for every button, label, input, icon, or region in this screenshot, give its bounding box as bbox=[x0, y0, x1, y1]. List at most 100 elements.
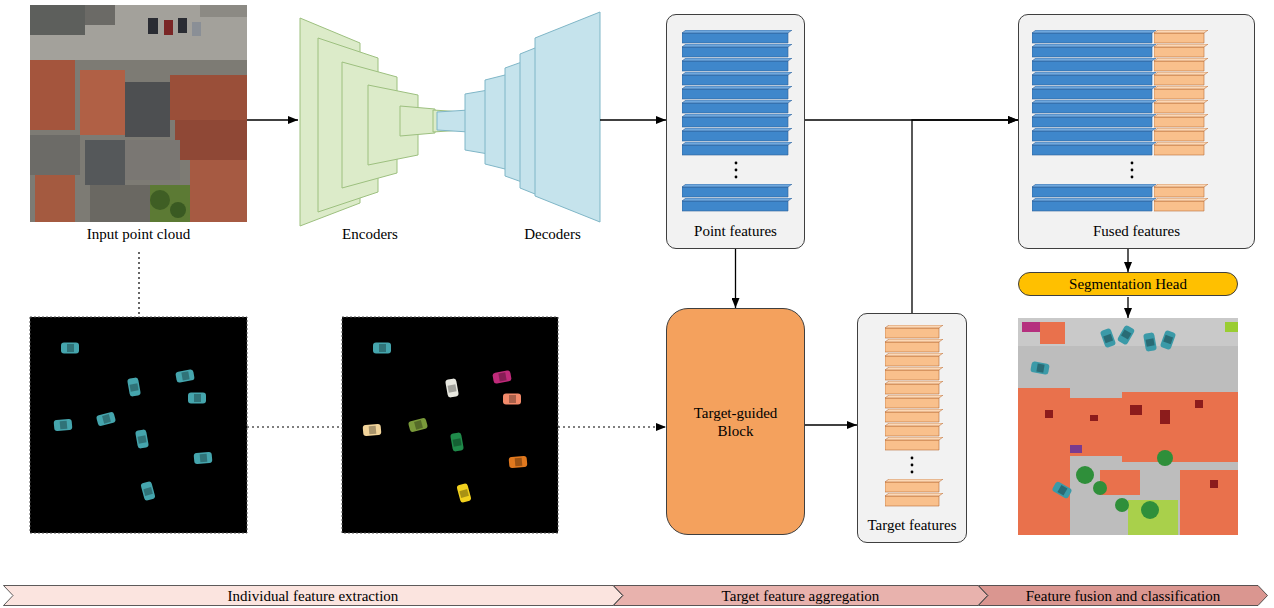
ellipsis-dot bbox=[911, 457, 914, 460]
car-instance bbox=[509, 456, 528, 469]
car-mask bbox=[135, 429, 149, 449]
car-mask bbox=[127, 377, 141, 397]
node-label: Fused features bbox=[1093, 222, 1180, 240]
decoder-stack: Decoders bbox=[505, 15, 600, 250]
photo-ground bbox=[30, 5, 247, 222]
node-label: Target features bbox=[867, 516, 956, 534]
photo-roof bbox=[30, 135, 80, 175]
photo-car bbox=[164, 20, 173, 35]
car-mask bbox=[175, 369, 195, 383]
seg-car bbox=[1100, 328, 1116, 349]
photo-roof bbox=[35, 175, 75, 222]
seg-tree bbox=[1115, 498, 1129, 512]
photo-building bbox=[30, 5, 85, 35]
stage-band: Target feature aggregation bbox=[613, 585, 988, 606]
photo-car bbox=[192, 22, 201, 36]
seg-roof bbox=[1180, 470, 1238, 535]
car-instance bbox=[408, 417, 428, 432]
photo-building bbox=[85, 5, 115, 25]
connector-arrow bbox=[600, 119, 666, 120]
ellipsis-dot bbox=[1131, 169, 1134, 172]
ellipsis-dot bbox=[735, 169, 738, 172]
photo-sidewalk bbox=[200, 5, 247, 17]
car-mask bbox=[61, 343, 79, 354]
car-instance bbox=[503, 394, 521, 405]
panel-ground bbox=[857, 313, 967, 543]
photo-roof bbox=[190, 160, 247, 222]
decoder-layers bbox=[437, 12, 600, 222]
connector-arrow bbox=[1127, 249, 1128, 272]
seg-chimney bbox=[1210, 480, 1218, 488]
seg-chimney bbox=[1195, 400, 1203, 408]
feature-bars bbox=[1032, 184, 1158, 212]
car-mask bbox=[194, 452, 213, 465]
segmentation-head: Segmentation Head bbox=[1018, 272, 1238, 296]
dotted-link bbox=[247, 426, 342, 427]
seg-chimney bbox=[1045, 410, 1053, 418]
seg-car bbox=[1143, 332, 1157, 352]
seg-car bbox=[1030, 361, 1050, 375]
decoder-layer bbox=[437, 110, 469, 132]
target-bars bbox=[885, 479, 945, 507]
car-mask bbox=[140, 481, 155, 501]
photo-roof bbox=[175, 120, 247, 160]
dotted-link bbox=[138, 252, 139, 317]
node-label: Decoders bbox=[524, 225, 581, 243]
photo-car bbox=[178, 18, 187, 33]
photo-tree bbox=[170, 202, 186, 218]
car-instance bbox=[373, 343, 391, 354]
seg-tree bbox=[1076, 466, 1094, 484]
target-bars bbox=[1154, 30, 1210, 156]
feature-bars bbox=[682, 184, 794, 212]
ellipsis-dot bbox=[1131, 176, 1134, 179]
seg-roof bbox=[1040, 322, 1065, 344]
feature-bars bbox=[682, 30, 794, 156]
feature-panel: Point features bbox=[666, 14, 805, 249]
car-instance bbox=[445, 378, 459, 398]
connector-arrow bbox=[912, 120, 1018, 313]
connector-arrow bbox=[805, 424, 857, 425]
photo-street bbox=[30, 5, 247, 60]
car-mask bbox=[188, 393, 206, 404]
car-instance bbox=[456, 483, 471, 503]
photo-tree bbox=[150, 190, 170, 210]
node-label: Target-guided Block bbox=[687, 404, 784, 440]
seg-car bbox=[1117, 324, 1136, 345]
seg-chimney bbox=[1130, 405, 1142, 415]
car-mask bbox=[54, 419, 73, 432]
seg-grass bbox=[1128, 500, 1178, 535]
photo-roof bbox=[125, 140, 180, 180]
photo-roof bbox=[85, 140, 125, 185]
panel-ground bbox=[1018, 14, 1255, 249]
seg-roof bbox=[1122, 392, 1238, 462]
ellipsis-dot bbox=[911, 464, 914, 467]
decoder-layer bbox=[535, 12, 600, 222]
target-mask-image bbox=[30, 317, 247, 533]
feature-bars bbox=[1032, 30, 1158, 156]
ellipsis-dot bbox=[735, 176, 738, 179]
ellipsis-dot bbox=[735, 162, 738, 165]
stage-band: Feature fusion and classification bbox=[978, 585, 1268, 606]
seg-tree bbox=[1157, 450, 1173, 466]
target-bars bbox=[1154, 184, 1210, 212]
band-outline bbox=[979, 586, 1268, 606]
car-instance bbox=[492, 370, 512, 384]
seg-road bbox=[1018, 318, 1238, 346]
node-label: Segmentation Head bbox=[1069, 275, 1187, 293]
node-label: Feature fusion and classification bbox=[1026, 587, 1221, 605]
seg-roof bbox=[1068, 398, 1123, 456]
encoder-layer bbox=[400, 106, 435, 136]
photo-roof bbox=[80, 70, 125, 135]
seg-tree bbox=[1141, 501, 1159, 519]
band-outline bbox=[614, 586, 988, 606]
node-label: Point features bbox=[694, 222, 777, 240]
photo-car bbox=[148, 18, 158, 34]
photo-yard bbox=[90, 185, 150, 222]
seg-tree bbox=[1093, 481, 1107, 495]
panel-ground bbox=[666, 14, 805, 249]
car-instance bbox=[363, 424, 382, 437]
dotted-arrow bbox=[558, 426, 666, 427]
image-caption-node: Input point cloud bbox=[30, 5, 247, 250]
